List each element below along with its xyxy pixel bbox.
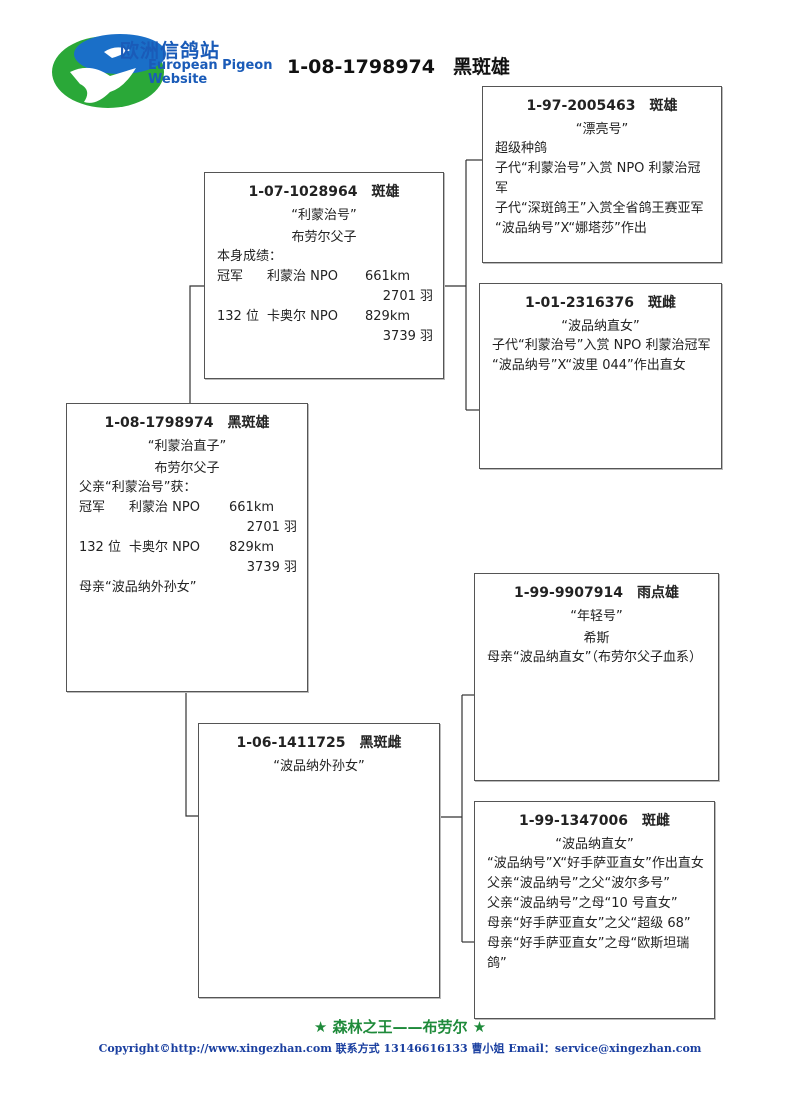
subject-sex: 黑斑雄 bbox=[227, 415, 270, 431]
ds-ring: 1-99-9907914 bbox=[513, 585, 624, 601]
footer-copyright[interactable]: Copyright©http://www.xingezhan.com 联系方式 … bbox=[98, 1042, 702, 1055]
result-place: 132 位 bbox=[217, 309, 259, 324]
ds-sex: 雨点雄 bbox=[637, 585, 680, 601]
result-birds: 2701 羽 bbox=[382, 289, 433, 304]
result-place: 冠军 bbox=[79, 500, 106, 515]
result-dist: 829km bbox=[365, 309, 411, 324]
subject-owner: 布劳尔父子 bbox=[154, 461, 220, 476]
sd-info: 子代“利蒙治号”入赏 NPO 利蒙治冠军 “波品纳号”X“波里 044”作出直女 bbox=[480, 336, 721, 376]
dd-name: “波品纳直女” bbox=[555, 837, 634, 852]
result-birds: 3739 羽 bbox=[382, 329, 433, 344]
ds-header: 1-99-9907914 雨点雄 bbox=[475, 582, 718, 602]
result-place: 冠军 bbox=[217, 269, 244, 284]
dam-sex: 黑斑雌 bbox=[359, 735, 402, 751]
brand-en-line1: European Pigeon bbox=[148, 58, 273, 73]
sd-name: “波品纳直女” bbox=[561, 319, 640, 334]
dd-line: 父亲“波品纳号”之母“10 号直女” bbox=[487, 896, 678, 911]
ds-info: 母亲“波品纳直女”（布劳尔父子血系） bbox=[475, 648, 718, 668]
result-place: 132 位 bbox=[79, 540, 121, 555]
title-sex: 黑斑雄 bbox=[452, 56, 510, 78]
card-sire-sire: 1-97-2005463 斑雄 “漂亮号” 超级种鸽 子代“利蒙治号”入赏 NPO… bbox=[482, 86, 722, 263]
sire-sex: 斑雄 bbox=[371, 184, 400, 200]
card-dam-dam: 1-99-1347006 斑雌 “波品纳直女” “波品纳号”X“好手萨亚直女”作出… bbox=[474, 801, 715, 1019]
dd-ring: 1-99-1347006 bbox=[518, 813, 629, 829]
sire-owner: 布劳尔父子 bbox=[291, 230, 357, 245]
subject-name: “利蒙治直子” bbox=[147, 439, 227, 454]
result-race: 卡奥尔 NPO bbox=[129, 540, 200, 555]
dd-line: 母亲“好手萨亚直女”之父“超级 68” bbox=[487, 916, 691, 931]
sire-ring: 1-07-1028964 bbox=[248, 184, 358, 200]
ss-line: 超级种鸽 bbox=[495, 141, 548, 156]
sd-ring: 1-01-2316376 bbox=[524, 295, 635, 311]
card-sire: 1-07-1028964 斑雄 “利蒙治号” 布劳尔父子 本身成绩： 冠军 利蒙治… bbox=[204, 172, 444, 379]
subject-mother: 母亲“波品纳外孙女” bbox=[79, 580, 197, 595]
ds-name: “年轻号” bbox=[570, 609, 623, 624]
ss-name: “漂亮号” bbox=[575, 122, 629, 137]
result-race: 利蒙治 NPO bbox=[267, 269, 338, 284]
ss-line: “波品纳号”X“娜塔莎”作出 bbox=[495, 221, 647, 236]
ss-header: 1-97-2005463 斑雄 bbox=[483, 95, 721, 115]
card-dam: 1-06-1411725 黑斑雌 “波品纳外孙女” bbox=[198, 723, 440, 998]
sd-line: “波品纳号”X“波里 044”作出直女 bbox=[492, 358, 686, 373]
sire-note: 本身成绩： bbox=[217, 249, 283, 264]
ss-sex: 斑雄 bbox=[649, 98, 678, 114]
result-race: 利蒙治 NPO bbox=[129, 500, 200, 515]
sire-result-2: 132 位 卡奥尔 NPO 829km bbox=[217, 307, 433, 327]
ds-owner: 希斯 bbox=[583, 631, 610, 646]
sire-name: “利蒙治号” bbox=[291, 208, 357, 223]
subject-ring: 1-08-1798974 bbox=[104, 415, 214, 431]
result-dist: 829km bbox=[229, 540, 275, 555]
sire-header: 1-07-1028964 斑雄 bbox=[205, 181, 443, 201]
result-dist: 661km bbox=[365, 269, 411, 284]
brand-en-line2: Website bbox=[148, 72, 208, 87]
sd-line: 子代“利蒙治号”入赏 NPO 利蒙治冠军 bbox=[492, 338, 711, 353]
dd-line: 母亲“好手萨亚直女”之母“欧斯坦瑞鸽” bbox=[487, 936, 690, 971]
sire-result-1: 冠军 利蒙治 NPO 661km bbox=[217, 267, 433, 287]
subject-info: 父亲“利蒙治号”获： 冠军 利蒙治 NPO 661km 2701 羽 132 位… bbox=[67, 478, 307, 598]
result-birds: 2701 羽 bbox=[246, 520, 297, 535]
subject-note: 父亲“利蒙治号”获： bbox=[79, 480, 197, 495]
dd-sex: 斑雌 bbox=[642, 813, 671, 829]
footer-slogan: ★ 森林之王——布劳尔 ★ bbox=[313, 1018, 487, 1036]
ss-ring: 1-97-2005463 bbox=[526, 98, 636, 114]
site-logo[interactable]: 欧洲信鸽站 European Pigeon Website bbox=[50, 28, 280, 112]
sire-info: 本身成绩： 冠军 利蒙治 NPO 661km 2701 羽 132 位 卡奥尔 … bbox=[205, 247, 443, 347]
ds-line: 母亲“波品纳直女”（布劳尔父子血系） bbox=[487, 650, 702, 665]
card-sire-dam: 1-01-2316376 斑雌 “波品纳直女” 子代“利蒙治号”入赏 NPO 利蒙… bbox=[479, 283, 722, 469]
ss-line: 子代“利蒙治号”入赏 NPO 利蒙治冠军 bbox=[495, 161, 701, 196]
dam-ring: 1-06-1411725 bbox=[236, 735, 346, 751]
dd-line: 父亲“波品纳号”之父“波尔多号” bbox=[487, 876, 670, 891]
pigeon-logo-icon bbox=[52, 34, 166, 108]
dam-name: “波品纳外孙女” bbox=[273, 759, 365, 774]
dd-info: “波品纳号”X“好手萨亚直女”作出直女 父亲“波品纳号”之父“波尔多号” 父亲“… bbox=[475, 854, 714, 974]
sd-header: 1-01-2316376 斑雌 bbox=[480, 292, 721, 312]
subject-header: 1-08-1798974 黑斑雄 bbox=[67, 412, 307, 432]
dam-header: 1-06-1411725 黑斑雌 bbox=[199, 732, 439, 752]
dd-header: 1-99-1347006 斑雌 bbox=[475, 810, 714, 830]
ss-line: 子代“深斑鸽王”入赏全省鸽王赛亚军 bbox=[495, 201, 704, 216]
card-subject: 1-08-1798974 黑斑雄 “利蒙治直子” 布劳尔父子 父亲“利蒙治号”获：… bbox=[66, 403, 308, 692]
result-dist: 661km bbox=[229, 500, 275, 515]
dd-line: “波品纳号”X“好手萨亚直女”作出直女 bbox=[487, 856, 704, 871]
subject-result-2: 132 位 卡奥尔 NPO 829km bbox=[79, 538, 297, 558]
sd-sex: 斑雌 bbox=[648, 295, 677, 311]
subject-result-1: 冠军 利蒙治 NPO 661km bbox=[79, 498, 297, 518]
result-birds: 3739 羽 bbox=[246, 560, 297, 575]
card-dam-sire: 1-99-9907914 雨点雄 “年轻号” 希斯 母亲“波品纳直女”（布劳尔父子… bbox=[474, 573, 719, 781]
brand-cn: 欧洲信鸽站 bbox=[120, 40, 221, 62]
ss-info: 超级种鸽 子代“利蒙治号”入赏 NPO 利蒙治冠军 子代“深斑鸽王”入赏全省鸽王… bbox=[483, 139, 721, 239]
page-title: 1-08-1798974 黑斑雄 bbox=[287, 52, 510, 79]
result-race: 卡奥尔 NPO bbox=[267, 309, 338, 324]
title-ring: 1-08-1798974 bbox=[287, 56, 435, 78]
